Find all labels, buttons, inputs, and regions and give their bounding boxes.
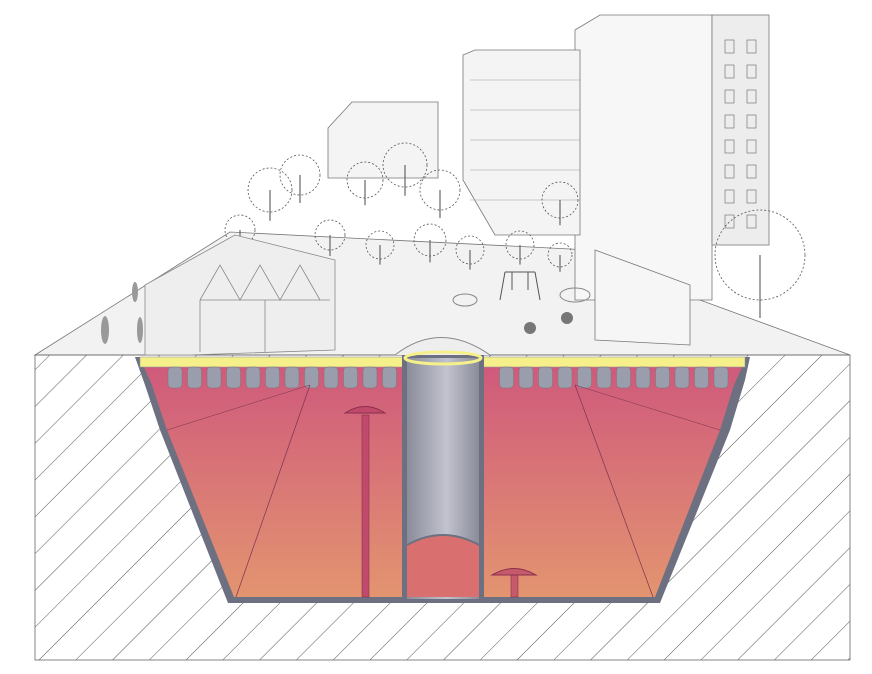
mushroom-column: [490, 568, 538, 598]
perspective-line: [574, 384, 721, 431]
ceiling-tab: [577, 366, 592, 389]
ceiling-tab: [557, 366, 573, 389]
window: [746, 139, 757, 154]
tree: [455, 235, 485, 270]
window: [746, 189, 757, 204]
window: [746, 39, 757, 54]
playground-swing: [499, 271, 541, 301]
window: [746, 64, 757, 79]
ceiling-tab: [167, 366, 183, 389]
building-small: [327, 101, 439, 179]
building-mid: [462, 49, 581, 236]
perspective-line: [235, 384, 311, 598]
ceiling-tab: [362, 366, 378, 389]
window: [724, 164, 735, 179]
ceiling-tabs: [167, 366, 729, 389]
window: [746, 114, 757, 129]
window: [746, 89, 757, 104]
ceiling-tab: [499, 366, 514, 389]
window: [724, 189, 735, 204]
ceiling-tab: [304, 366, 319, 389]
ceiling-tab: [187, 366, 202, 389]
tree: [419, 169, 461, 218]
ceiling-tab: [206, 366, 222, 389]
tree: [541, 181, 579, 226]
greenhouse: [144, 234, 336, 356]
ceiling-tab: [382, 366, 397, 389]
tree-group: [224, 142, 806, 318]
ceiling-tab: [616, 366, 631, 389]
ceiling-tab: [694, 366, 709, 389]
ceiling-tab: [323, 366, 339, 389]
window: [724, 64, 735, 79]
shaft-dome: [394, 337, 491, 356]
window: [724, 39, 735, 54]
tree: [346, 161, 384, 206]
perspective-line: [574, 384, 654, 598]
tree: [365, 230, 395, 265]
window: [746, 164, 757, 179]
building-windows: [470, 39, 757, 229]
tree: [413, 223, 447, 263]
ceiling-tab: [245, 366, 261, 389]
cafe-table: [524, 312, 573, 334]
ceiling-tab: [596, 366, 612, 389]
window: [724, 214, 735, 229]
ceiling-tab: [655, 366, 670, 389]
ceiling-tab: [635, 366, 651, 389]
person: [101, 282, 143, 344]
building-tall: [574, 14, 770, 301]
tree: [714, 209, 806, 318]
window: [724, 89, 735, 104]
perspective-line: [166, 384, 311, 431]
tree: [382, 142, 428, 196]
window: [746, 214, 757, 229]
mushroom-column: [343, 406, 387, 598]
ceiling-tab: [226, 366, 241, 389]
tree: [279, 154, 321, 203]
window: [724, 114, 735, 129]
window: [724, 139, 735, 154]
tree: [505, 230, 535, 265]
ceiling-tab: [343, 366, 358, 389]
tree: [314, 219, 346, 256]
ceiling-tab: [713, 366, 729, 389]
ceiling-tab: [518, 366, 534, 389]
plaza-circle: [452, 293, 478, 307]
access-shaft: [402, 350, 484, 599]
tree: [247, 167, 293, 221]
ceiling-tab: [265, 366, 280, 389]
plaza-circle: [559, 287, 591, 303]
ceiling-tab: [284, 366, 300, 389]
tree: [547, 242, 573, 272]
ceiling-tab: [538, 366, 553, 389]
ceiling-tab: [674, 366, 690, 389]
building-low-right: [594, 249, 691, 346]
